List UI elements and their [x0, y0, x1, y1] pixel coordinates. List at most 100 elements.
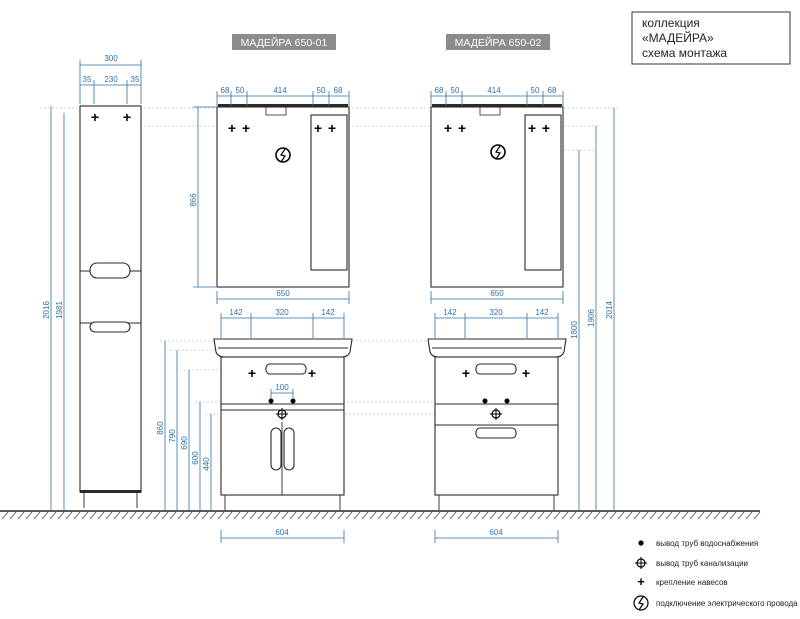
floor-hatch-line — [609, 511, 617, 520]
water-outlet-icon — [482, 398, 488, 404]
floor-hatch-line — [153, 511, 161, 520]
dim-pencil-case-35-left: 35 — [83, 75, 92, 84]
legend-drain: вывод труб канализации — [656, 559, 748, 568]
vanity-right-lower-drawer-handle — [475, 427, 517, 439]
dim-pencil-case-2016: 2016 — [42, 301, 51, 319]
floor-hatch-line — [529, 511, 537, 520]
mount-plus-icon: + — [228, 120, 236, 136]
floor-hatch-line — [81, 511, 89, 520]
mount-plus-icon: + — [248, 365, 256, 381]
right-height-dimensions: 1800 1906 2014 — [570, 108, 615, 511]
floor-hatch-line — [361, 511, 369, 520]
floor-hatch-line — [41, 511, 49, 520]
floor-hatch-line — [121, 511, 129, 520]
vanity-height-dimensions: 860 790 690 600 440 — [156, 341, 212, 511]
legend: вывод труб водоснабжения вывод труб кана… — [633, 539, 798, 611]
vanity-right-drawer-handle — [475, 363, 517, 375]
mount-plus-icon: + — [242, 120, 250, 136]
dim-mirror-right-50b: 50 — [531, 86, 540, 95]
dim-pipe-spacing: 100 — [275, 383, 289, 392]
floor-hatch-line — [369, 511, 377, 520]
dim-h860: 860 — [156, 421, 165, 435]
floor-hatch-line — [441, 511, 449, 520]
floor-hatch-line — [137, 511, 145, 520]
vanity-left-door-handle-r — [283, 427, 295, 471]
dim-h440: 440 — [202, 457, 211, 471]
vanity-right: + + — [427, 338, 567, 510]
power-icon — [633, 595, 649, 611]
legend-power: подключение электрического провода — [656, 599, 798, 608]
floor-hatch-line — [489, 511, 497, 520]
dim-vanity-right-320: 320 — [489, 308, 503, 317]
floor-hatch-line — [257, 511, 265, 520]
title-line-1: коллекция — [642, 16, 700, 30]
floor-hatch-line — [393, 511, 401, 520]
floor-hatch-line — [33, 511, 41, 520]
legend-mount: крепление навесов — [656, 578, 728, 587]
floor — [0, 510, 761, 520]
dim-mirror-right-50a: 50 — [451, 86, 460, 95]
floor-hatch-line — [697, 511, 705, 520]
floor-hatch-line — [89, 511, 97, 520]
floor-hatch-line — [113, 511, 121, 520]
dim-vanity-right-142a: 142 — [443, 308, 457, 317]
dim-h1800: 1800 — [570, 321, 579, 339]
power-icon — [275, 147, 291, 163]
dim-pencil-case-230: 230 — [104, 75, 118, 84]
floor-hatch-line — [345, 511, 353, 520]
floor-hatch-line — [689, 511, 697, 520]
drain-outlet-icon — [635, 557, 647, 569]
mirror-left-dimensions: 68 50 414 50 68 866 650 — [189, 86, 350, 304]
floor-hatch-line — [753, 511, 761, 520]
floor-hatch-line — [617, 511, 625, 520]
dim-h600: 600 — [191, 451, 200, 465]
mount-plus-icon: + — [91, 109, 99, 125]
floor-hatch-line — [601, 511, 609, 520]
floor-hatch-line — [329, 511, 337, 520]
mount-plus-icon: + — [462, 365, 470, 381]
floor-hatch-line — [745, 511, 753, 520]
drain-outlet-icon — [490, 408, 502, 420]
dim-vanity-left-142b: 142 — [321, 308, 335, 317]
floor-hatch-line — [585, 511, 593, 520]
dim-vanity-right-142b: 142 — [535, 308, 549, 317]
drain-outlet-icon — [276, 408, 288, 420]
floor-hatch-line — [457, 511, 465, 520]
water-outlet-icon — [268, 398, 274, 404]
floor-hatch-line — [681, 511, 689, 520]
floor-hatch-line — [265, 511, 273, 520]
dim-pencil-case-width: 300 — [104, 54, 118, 63]
floor-hatch-line — [305, 511, 313, 520]
mount-plus-icon: + — [444, 120, 452, 136]
floor-hatch-line — [105, 511, 113, 520]
vanity-left-drawer-handle — [265, 363, 307, 375]
vanity-left-dimensions: 142 320 142 100 604 — [220, 308, 345, 543]
floor-hatch-line — [385, 511, 393, 520]
mount-plus-icon: + — [637, 574, 645, 589]
floor-hatch-line — [225, 511, 233, 520]
floor-hatch-line — [177, 511, 185, 520]
vanity-left: + + — [213, 338, 353, 510]
floor-hatch-line — [649, 511, 657, 520]
mount-plus-icon: + — [542, 120, 550, 136]
floor-hatch-line — [673, 511, 681, 520]
pencil-case-handle-upper — [89, 262, 131, 279]
floor-hatch-line — [721, 511, 729, 520]
floor-hatch-line — [625, 511, 633, 520]
floor-hatch-line — [313, 511, 321, 520]
floor-hatch-line — [409, 511, 417, 520]
floor-hatch-line — [481, 511, 489, 520]
dim-mirror-width-right: 650 — [490, 289, 504, 298]
mirror-right-dimensions: 68 50 414 50 68 650 — [430, 86, 564, 304]
mount-plus-icon: + — [458, 120, 466, 136]
floor-hatch-line — [497, 511, 505, 520]
floor-hatch-line — [713, 511, 721, 520]
floor-hatch-line — [433, 511, 441, 520]
mount-plus-icon: + — [314, 120, 322, 136]
floor-hatch-line — [521, 511, 529, 520]
dim-mirror-left-68b: 68 — [334, 86, 343, 95]
dim-mirror-left-68a: 68 — [221, 86, 230, 95]
water-outlet-icon — [638, 540, 644, 546]
floor-hatch-line — [281, 511, 289, 520]
